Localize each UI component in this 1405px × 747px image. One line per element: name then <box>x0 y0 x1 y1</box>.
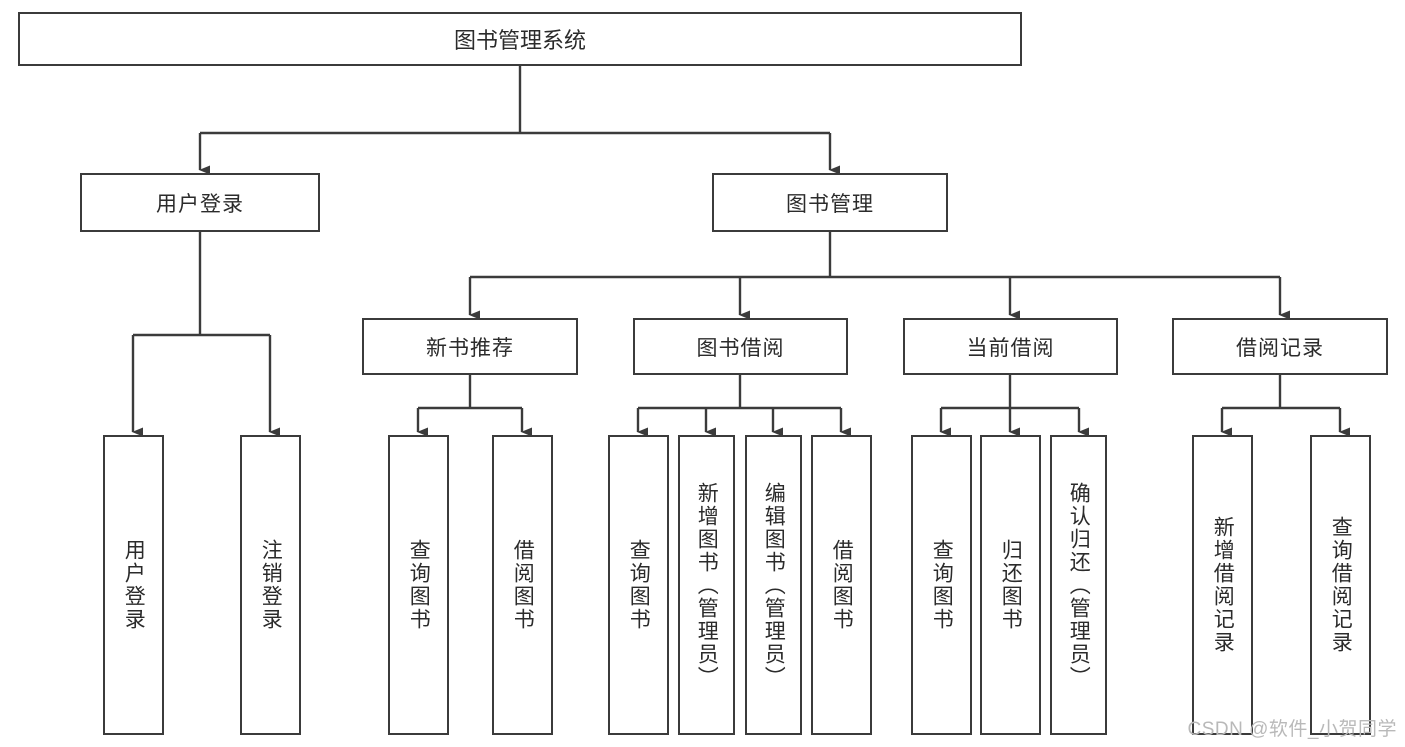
node-root[interactable]: 图书管理系统 <box>18 12 1022 66</box>
node-user-login-label: 用户登录 <box>156 192 244 216</box>
node-new-book-recommend[interactable]: 新书推荐 <box>362 318 578 375</box>
leaf-add-book-admin[interactable]: 新增图书（管理员） <box>678 435 735 735</box>
leaf-query-book-current[interactable]: 查询图书 <box>911 435 972 735</box>
leaf-return-book[interactable]: 归还图书 <box>980 435 1041 735</box>
leaf-add-borrow-record[interactable]: 新增借阅记录 <box>1192 435 1253 735</box>
leaf-borrow-book-label: 借阅图书 <box>830 539 854 631</box>
leaf-query-book-recommend-label: 查询图书 <box>407 539 431 631</box>
leaf-query-book-current-label: 查询图书 <box>930 539 954 631</box>
leaf-user-login-label: 用户登录 <box>122 539 146 631</box>
leaf-edit-book-admin-label: 编辑图书（管理员） <box>762 481 786 689</box>
leaf-borrow-book-recommend-label: 借阅图书 <box>511 539 535 631</box>
watermark: CSDN @软件_小贺同学 <box>1187 719 1397 740</box>
leaf-add-book-admin-label: 新增图书（管理员） <box>695 481 719 689</box>
leaf-user-login[interactable]: 用户登录 <box>103 435 164 735</box>
node-book-management-label: 图书管理 <box>786 192 874 216</box>
leaf-borrow-book[interactable]: 借阅图书 <box>811 435 872 735</box>
leaf-logout-label: 注销登录 <box>259 539 283 631</box>
leaf-borrow-book-recommend[interactable]: 借阅图书 <box>492 435 553 735</box>
node-current-borrow[interactable]: 当前借阅 <box>903 318 1118 375</box>
leaf-query-book-borrow[interactable]: 查询图书 <box>608 435 669 735</box>
node-current-borrow-label: 当前借阅 <box>966 336 1055 360</box>
leaf-query-book-recommend[interactable]: 查询图书 <box>388 435 449 735</box>
node-book-borrow-label: 图书借阅 <box>696 336 785 360</box>
leaf-query-borrow-record[interactable]: 查询借阅记录 <box>1310 435 1371 735</box>
leaf-add-borrow-record-label: 新增借阅记录 <box>1211 516 1235 654</box>
leaf-return-book-label: 归还图书 <box>999 539 1023 631</box>
node-book-management[interactable]: 图书管理 <box>712 173 948 232</box>
node-new-book-recommend-label: 新书推荐 <box>426 336 514 360</box>
leaf-query-book-borrow-label: 查询图书 <box>627 539 651 631</box>
node-borrow-record-label: 借阅记录 <box>1236 336 1324 360</box>
node-user-login[interactable]: 用户登录 <box>80 173 320 232</box>
leaf-logout[interactable]: 注销登录 <box>240 435 301 735</box>
leaf-confirm-return-admin-label: 确认归还（管理员） <box>1067 481 1091 689</box>
node-borrow-record[interactable]: 借阅记录 <box>1172 318 1388 375</box>
node-book-borrow[interactable]: 图书借阅 <box>633 318 848 375</box>
leaf-edit-book-admin[interactable]: 编辑图书（管理员） <box>745 435 802 735</box>
leaf-confirm-return-admin[interactable]: 确认归还（管理员） <box>1050 435 1107 735</box>
leaf-query-borrow-record-label: 查询借阅记录 <box>1329 516 1353 654</box>
node-root-label: 图书管理系统 <box>453 28 586 53</box>
